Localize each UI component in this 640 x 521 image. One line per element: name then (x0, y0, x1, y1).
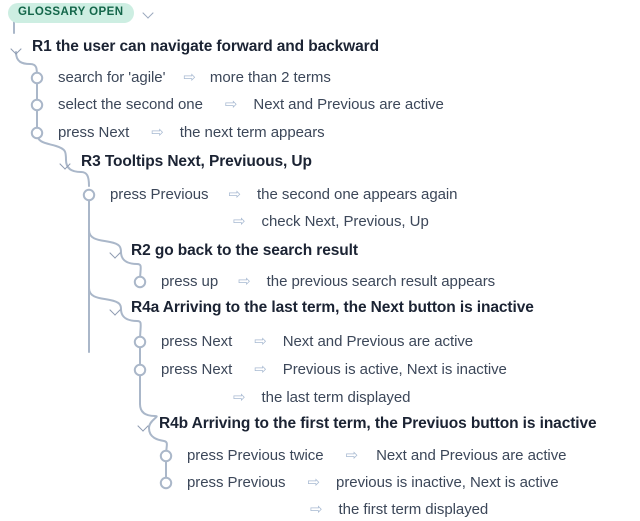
tree-leaf-r2-l1[interactable]: press up ⇨ the previous search result appe… (161, 273, 495, 290)
tree-leaf-r1-l2[interactable]: select the second one ⇨ Next and Previous … (58, 96, 444, 113)
leaf-result-text: more than 2 terms (209, 69, 331, 86)
leaf-result-text: the second one appears again (257, 186, 458, 203)
leaf-action-text: select the second one (58, 96, 203, 113)
arrow-right-icon: ⇨ (238, 273, 251, 290)
chevron-down-icon[interactable] (142, 6, 156, 20)
node-label: R3 Tooltips Next, Previuous, Up (81, 153, 312, 170)
chevron-down-icon[interactable] (10, 42, 24, 56)
tree-node-r4a[interactable]: R4a Arriving to the last term, the Next … (131, 299, 534, 317)
arrow-right-icon: ⇨ (254, 361, 267, 378)
tree-leaf-r1-l1[interactable]: search for 'agile' ⇨ more than 2 terms (58, 69, 331, 86)
leaf-action-text: press Previous twice (187, 447, 324, 464)
arrow-right-icon: ⇨ (228, 186, 242, 203)
leaf-action-text: press Previous (187, 474, 286, 491)
circle-node-icon[interactable] (82, 188, 96, 202)
arrow-right-icon: ⇨ (224, 96, 238, 113)
leaf-result-text: previous is inactive, Next is active (336, 474, 559, 491)
tree-leaf-r4b-l1[interactable]: press Previous twice ⇨ Next and Previous a… (187, 447, 567, 464)
leaf-result-text: Next and Previous are active (376, 447, 567, 464)
tree-leaf-r3-l2[interactable]: ⇨ check Next, Previous, Up (233, 213, 429, 230)
leaf-action-text: press Next (161, 361, 233, 378)
chevron-down-icon[interactable] (137, 419, 151, 433)
leaf-result-text: Previous is active, Next is inactive (282, 361, 507, 378)
arrow-right-icon: ⇨ (151, 124, 164, 141)
arrow-right-icon: ⇨ (233, 389, 246, 406)
circle-node-icon[interactable] (30, 98, 44, 112)
node-label: R1 the user can navigate forward and bac… (32, 38, 379, 55)
circle-node-icon[interactable] (133, 275, 147, 289)
leaf-result-text: the next term appears (179, 124, 325, 141)
arrow-right-icon: ⇨ (233, 213, 246, 230)
arrow-right-icon: ⇨ (310, 501, 323, 518)
circle-node-icon[interactable] (133, 363, 147, 377)
tree-leaf-r4a-l1[interactable]: press Next ⇨ Next and Previous are active (161, 333, 473, 350)
tree-leaf-r4b-l2[interactable]: press Previous ⇨ previous is inactive, Nex… (187, 474, 559, 491)
leaf-action-text: press Previous (110, 186, 209, 203)
leaf-action-text: press up (161, 273, 219, 290)
arrow-right-icon: ⇨ (345, 447, 359, 464)
leaf-result-text: Next and Previous are active (282, 333, 474, 350)
tree-leaf-r4b-l3[interactable]: ⇨ the first term displayed (310, 501, 488, 518)
node-label: R4b Arriving to the first term, the Prev… (159, 415, 597, 432)
chevron-down-icon[interactable] (59, 157, 73, 171)
node-label: R4a Arriving to the last term, the Next … (131, 299, 534, 316)
tree-leaf-r3-l1[interactable]: press Previous ⇨ the second one appears ag… (110, 186, 458, 203)
leaf-action-text: press Next (161, 333, 233, 350)
leaf-action-text: search for 'agile' (58, 69, 166, 86)
arrow-right-icon: ⇨ (254, 333, 267, 350)
leaf-result-text: Next and Previous are active (253, 96, 444, 113)
glossary-header: GLOSSARY OPEN (8, 3, 156, 23)
leaf-result-text: the last term displayed (261, 389, 411, 406)
circle-node-icon[interactable] (133, 335, 147, 349)
leaf-result-text: the previous search result appears (266, 273, 496, 290)
chevron-down-icon[interactable] (109, 246, 123, 260)
chevron-down-icon[interactable] (109, 303, 123, 317)
circle-node-icon[interactable] (159, 476, 173, 490)
tree-node-r4b[interactable]: R4b Arriving to the first term, the Prev… (159, 415, 597, 433)
tree-node-r2[interactable]: R2 go back to the search result (131, 242, 358, 260)
arrow-right-icon: ⇨ (183, 69, 196, 86)
status-badge[interactable]: GLOSSARY OPEN (8, 3, 134, 23)
leaf-result-text: check Next, Previous, Up (261, 213, 429, 230)
tree-leaf-r1-l3[interactable]: press Next ⇨ the next term appears (58, 124, 325, 141)
circle-node-icon[interactable] (159, 449, 173, 463)
circle-node-icon[interactable] (30, 71, 44, 85)
tree-node-r3[interactable]: R3 Tooltips Next, Previuous, Up (81, 153, 312, 171)
node-label: R2 go back to the search result (131, 242, 358, 259)
leaf-result-text: the first term displayed (338, 501, 489, 518)
leaf-action-text: press Next (58, 124, 130, 141)
arrow-right-icon: ⇨ (307, 474, 321, 491)
circle-node-icon[interactable] (30, 126, 44, 140)
tree-node-r1[interactable]: R1 the user can navigate forward and bac… (32, 38, 379, 56)
tree-leaf-r4a-l2[interactable]: press Next ⇨ Previous is active, Next is i… (161, 361, 507, 378)
tree-leaf-r4a-l3[interactable]: ⇨ the last term displayed (233, 389, 411, 406)
